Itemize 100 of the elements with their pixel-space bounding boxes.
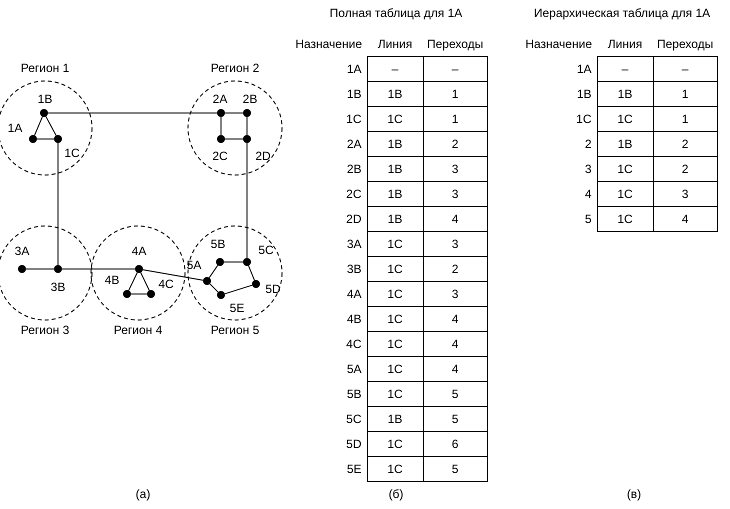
table-cell: 1C — [367, 456, 423, 482]
region-label: Регион 4 — [112, 323, 164, 337]
router-label: 5E — [228, 301, 246, 315]
row-header: 1C — [518, 106, 597, 132]
link-line — [248, 265, 255, 281]
row-header: 1B — [288, 82, 367, 106]
table-cell: 4 — [423, 356, 488, 382]
router-label: 1B — [36, 92, 54, 106]
table-cell: 3 — [423, 232, 488, 256]
column-header: Назначение — [288, 32, 367, 56]
row-header: 1A — [288, 56, 367, 82]
region-label: Регион 5 — [210, 323, 260, 337]
row-header: 2A — [288, 132, 367, 156]
table-cell: 3 — [653, 182, 718, 206]
table-cell: 1 — [423, 106, 488, 132]
table-cell: 4 — [423, 206, 488, 232]
row-header: 2 — [518, 132, 597, 156]
table-cell: 1C — [367, 332, 423, 356]
row-header: 5A — [288, 356, 367, 382]
table-cell: 1C — [597, 106, 653, 132]
link-line — [48, 112, 218, 114]
link-line — [224, 112, 244, 114]
region-label: Регион 1 — [20, 61, 70, 75]
table-title: Иерархическая таблица для 1A — [532, 6, 712, 20]
region-label: Регион 2 — [210, 61, 260, 75]
table-cell: 2 — [653, 132, 718, 156]
table-cell: 5 — [423, 456, 488, 482]
table-cell: 3 — [423, 182, 488, 206]
table-cell: 2 — [423, 256, 488, 282]
row-header: 3 — [518, 156, 597, 182]
table-cell: – — [597, 56, 653, 82]
link-line — [246, 116, 248, 136]
table-cell: – — [423, 56, 488, 82]
router-label: 5A — [186, 258, 202, 272]
router-label: 3B — [50, 280, 66, 294]
table-cell: 4 — [653, 206, 718, 232]
link-line — [128, 272, 138, 291]
table-cell: 1 — [423, 82, 488, 106]
table-cell: 1B — [367, 82, 423, 106]
table-cell: 1C — [367, 356, 423, 382]
table-cell: 1B — [367, 206, 423, 232]
table-caption: (б) — [388, 487, 404, 501]
column-header: Назначение — [518, 32, 597, 56]
link-line — [220, 116, 222, 136]
table-cell: 1C — [367, 432, 423, 456]
router-label: 4C — [157, 277, 175, 291]
table-cell: 1C — [367, 306, 423, 332]
link-line — [45, 116, 57, 136]
link-line — [208, 264, 218, 278]
router-label: 1A — [6, 121, 24, 135]
table-cell: 1C — [597, 182, 653, 206]
router-label: 2A — [212, 92, 228, 106]
table-cell: 3 — [423, 282, 488, 306]
row-header: 5E — [288, 456, 367, 482]
row-header: 4B — [288, 306, 367, 332]
link-line — [209, 283, 219, 293]
table-cell: 1B — [597, 82, 653, 106]
row-header: 1A — [518, 56, 597, 82]
table-cell: 1C — [597, 206, 653, 232]
table-cell: 6 — [423, 432, 488, 456]
row-header: 4A — [288, 282, 367, 306]
link-line — [62, 268, 136, 270]
table-cell: 2 — [653, 156, 718, 182]
table-cell: 1C — [367, 106, 423, 132]
table-cell: 5 — [423, 406, 488, 432]
table-cell: 1C — [367, 282, 423, 306]
table-cell: 4 — [423, 332, 488, 356]
router-label: 5D — [264, 282, 282, 296]
row-header: 3B — [288, 256, 367, 282]
link-line — [36, 138, 54, 140]
region-label: Регион 3 — [20, 323, 70, 337]
table-cell: – — [367, 56, 423, 82]
table-cell: 1C — [597, 156, 653, 182]
router-label: 2D — [254, 149, 272, 163]
link-line — [224, 138, 244, 140]
table-cell: 1 — [653, 82, 718, 106]
table-cell: 3 — [423, 156, 488, 182]
row-header: 2B — [288, 156, 367, 182]
column-header: Переходы — [653, 32, 718, 56]
table-cell: 1B — [367, 182, 423, 206]
table-cell: 2 — [423, 132, 488, 156]
table-cell: 1B — [597, 132, 653, 156]
link-line — [34, 116, 43, 136]
link-line — [26, 268, 54, 270]
router-label: 2B — [242, 92, 258, 106]
router-label: 1C — [63, 146, 81, 160]
row-header: 1B — [518, 82, 597, 106]
table-cell: 5 — [423, 382, 488, 406]
figure-caption: (а) — [134, 487, 152, 501]
router-label: 5B — [210, 237, 226, 251]
table-caption: (в) — [626, 487, 642, 501]
table-cell: 1C — [367, 382, 423, 406]
link-line — [224, 284, 253, 294]
row-header: 5 — [518, 206, 597, 232]
table-cell: 1B — [367, 156, 423, 182]
row-header: 5D — [288, 432, 367, 456]
row-header: 2C — [288, 182, 367, 206]
table-cell: 1B — [367, 406, 423, 432]
link-line — [142, 269, 204, 281]
table-cell: 1C — [367, 232, 423, 256]
